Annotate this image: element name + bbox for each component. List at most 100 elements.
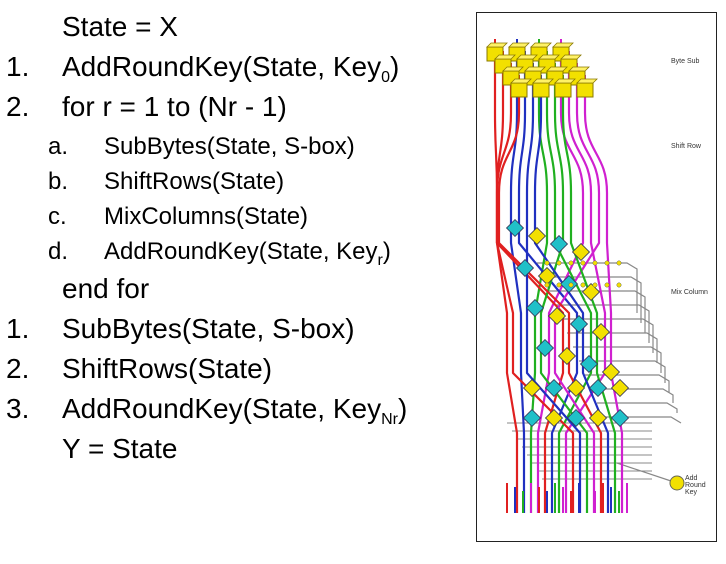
substep-d-close: ) <box>382 238 391 265</box>
mix-column-gray-wire <box>585 374 670 393</box>
final-3-subscript: Nr <box>381 411 398 428</box>
mix-column-label: Mix Column <box>671 289 708 296</box>
step-1-close: ) <box>390 51 400 82</box>
final-3-text: AddRoundKey(State, Key <box>62 393 382 424</box>
state-byte-wire <box>497 97 603 513</box>
round-key-link-wire <box>616 462 678 484</box>
shift-row-label: Shift Row <box>671 143 701 150</box>
mix-column-box <box>581 282 601 302</box>
mix-column-box <box>579 354 599 374</box>
final-3-close: ) <box>397 393 408 424</box>
substep-b-letter: b. <box>48 168 69 195</box>
state-byte-wire <box>539 85 589 513</box>
add-round-key-label-3: Key <box>685 489 698 496</box>
mix-column-box <box>566 408 586 428</box>
mix-column-box <box>547 306 567 326</box>
mix-column-box <box>522 378 542 398</box>
sbox-cube <box>554 82 572 98</box>
state-byte-wire <box>545 73 593 513</box>
algorithm-panel: State = X 1. AddRoundKey(State, Key0) 2.… <box>6 11 408 464</box>
mix-column-box <box>549 234 569 254</box>
mix-column-gray-wire <box>597 402 678 413</box>
state-byte-wire <box>525 85 582 513</box>
substep-a-letter: a. <box>48 133 69 160</box>
final-2-shiftrows: ShiftRows(State) <box>62 353 273 384</box>
final-3-addroundkey: AddRoundKey(State, KeyNr) <box>62 392 408 428</box>
junction-dot <box>604 260 610 266</box>
final-1-number: 1. <box>6 313 30 344</box>
junction-dot <box>580 282 586 288</box>
sbox-cube-top <box>546 66 568 72</box>
mix-column-gray-wire <box>579 360 666 383</box>
sbox-cube-top <box>560 54 582 60</box>
sbox-cube-top <box>486 42 508 48</box>
mix-column-box <box>537 266 557 286</box>
mix-column-box <box>527 226 547 246</box>
mix-column-gray-wire <box>543 276 642 323</box>
mix-column-box <box>569 314 589 334</box>
mix-column-box <box>591 322 611 342</box>
step-1-addroundkey: AddRoundKey(State, Key0) <box>62 50 400 86</box>
step-1-number: 1. <box>6 51 30 82</box>
sbox-cube-top <box>568 66 590 72</box>
mix-column-box <box>610 378 630 398</box>
sbox-cube <box>576 82 594 98</box>
substep-d-letter: d. <box>48 238 69 265</box>
sbox-cube-top <box>552 42 574 48</box>
state-byte-wire <box>495 85 575 513</box>
sbox-cube-top <box>494 54 516 60</box>
state-byte-wire <box>564 73 607 513</box>
substep-d-subscript: r <box>377 252 383 269</box>
sbox-cube <box>510 82 528 98</box>
sbox-cube-top <box>538 54 560 60</box>
add-round-key-node <box>669 475 685 491</box>
substep-d-addroundkey: AddRoundKey(State, Keyr) <box>104 235 391 269</box>
byte-sub-label: Byte Sub <box>671 58 700 65</box>
step-2-loop: for r = 1 to (Nr - 1) <box>62 91 287 122</box>
sbox-cube-top <box>516 54 538 60</box>
substep-d-text: AddRoundKey(State, Key <box>104 238 378 265</box>
mix-column-box <box>588 378 608 398</box>
mix-column-box <box>535 338 555 358</box>
sbox-cube-top <box>508 42 530 48</box>
final-1-subbytes: SubBytes(State, S-box) <box>62 313 355 344</box>
junction-dot <box>568 260 574 266</box>
sbox-cube-top <box>530 42 552 48</box>
state-byte-wire <box>517 73 579 513</box>
mix-column-box <box>525 298 545 318</box>
mix-column-box <box>571 242 591 262</box>
junction-dot <box>556 282 562 288</box>
state-byte-wire <box>561 97 617 513</box>
junction-dot <box>592 282 598 288</box>
state-byte-wire <box>509 61 526 513</box>
mix-column-gray-wire <box>561 318 654 353</box>
mix-column-box <box>566 378 586 398</box>
mix-column-box <box>557 346 577 366</box>
substep-a-subbytes: SubBytes(State, S-box) <box>104 133 355 160</box>
mix-column-box <box>601 362 621 382</box>
add-round-key-label-2: Round <box>685 482 706 489</box>
state-byte-wire <box>553 85 601 513</box>
substep-c-mixcolumns: MixColumns(State) <box>104 203 309 230</box>
step-1-text: AddRoundKey(State, Key <box>62 51 382 82</box>
state-byte-wire <box>536 61 585 513</box>
sbox-cube-top <box>554 78 576 84</box>
state-byte-wire <box>533 97 610 513</box>
junction-dot <box>556 260 562 266</box>
result-line: Y = State <box>62 433 178 464</box>
junction-dot <box>604 282 610 288</box>
mix-column-box <box>610 408 630 428</box>
substep-c-letter: c. <box>48 203 67 230</box>
junction-dot <box>544 282 550 288</box>
junction-dot <box>568 282 574 288</box>
mix-column-box <box>544 378 564 398</box>
junction-dot <box>544 260 550 266</box>
substep-b-shiftrows: ShiftRows(State) <box>104 168 285 195</box>
sbox-cube-top <box>524 66 546 72</box>
mix-column-box <box>515 258 535 278</box>
sbox-cube-top <box>510 78 532 84</box>
step-2-number: 2. <box>6 91 30 122</box>
final-3-number: 3. <box>6 393 30 424</box>
junction-dot <box>616 282 622 288</box>
mix-column-box <box>522 408 542 428</box>
